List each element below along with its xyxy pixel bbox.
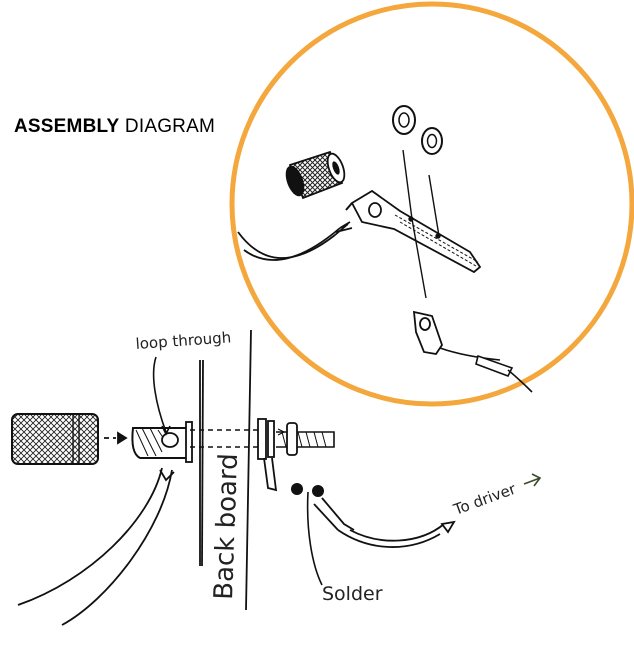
detail-binding-post bbox=[345, 189, 482, 274]
solder-pointer bbox=[306, 491, 323, 586]
arrow-to-driver bbox=[523, 473, 542, 487]
label-loop-through: loop through bbox=[135, 328, 232, 353]
wire-left bbox=[17, 467, 175, 626]
binding-post bbox=[131, 421, 193, 463]
loop-through-pointer bbox=[152, 356, 171, 436]
solder-points bbox=[291, 483, 324, 497]
title-rest: DIAGRAM bbox=[119, 116, 215, 137]
label-back-board: Back board bbox=[209, 453, 244, 600]
threaded-rod bbox=[190, 418, 335, 460]
title-bold: ASSEMBLY bbox=[14, 116, 120, 137]
detail-knurled-nut bbox=[285, 150, 346, 200]
solder-lug bbox=[263, 457, 278, 492]
detail-circle bbox=[229, 1, 634, 407]
knurled-nut bbox=[11, 413, 99, 465]
label-to-driver: To driver bbox=[450, 479, 519, 519]
wire-to-driver bbox=[313, 497, 456, 548]
back-board bbox=[199, 329, 252, 611]
detail-lug bbox=[412, 310, 533, 393]
detail-washers bbox=[392, 105, 443, 155]
arrow-nut-to-post bbox=[104, 431, 128, 445]
detail-guide-lines bbox=[402, 149, 441, 299]
page-title: ASSEMBLY DIAGRAM bbox=[14, 116, 215, 138]
detail-wire-left bbox=[237, 221, 353, 261]
label-solder: Solder bbox=[322, 583, 383, 605]
